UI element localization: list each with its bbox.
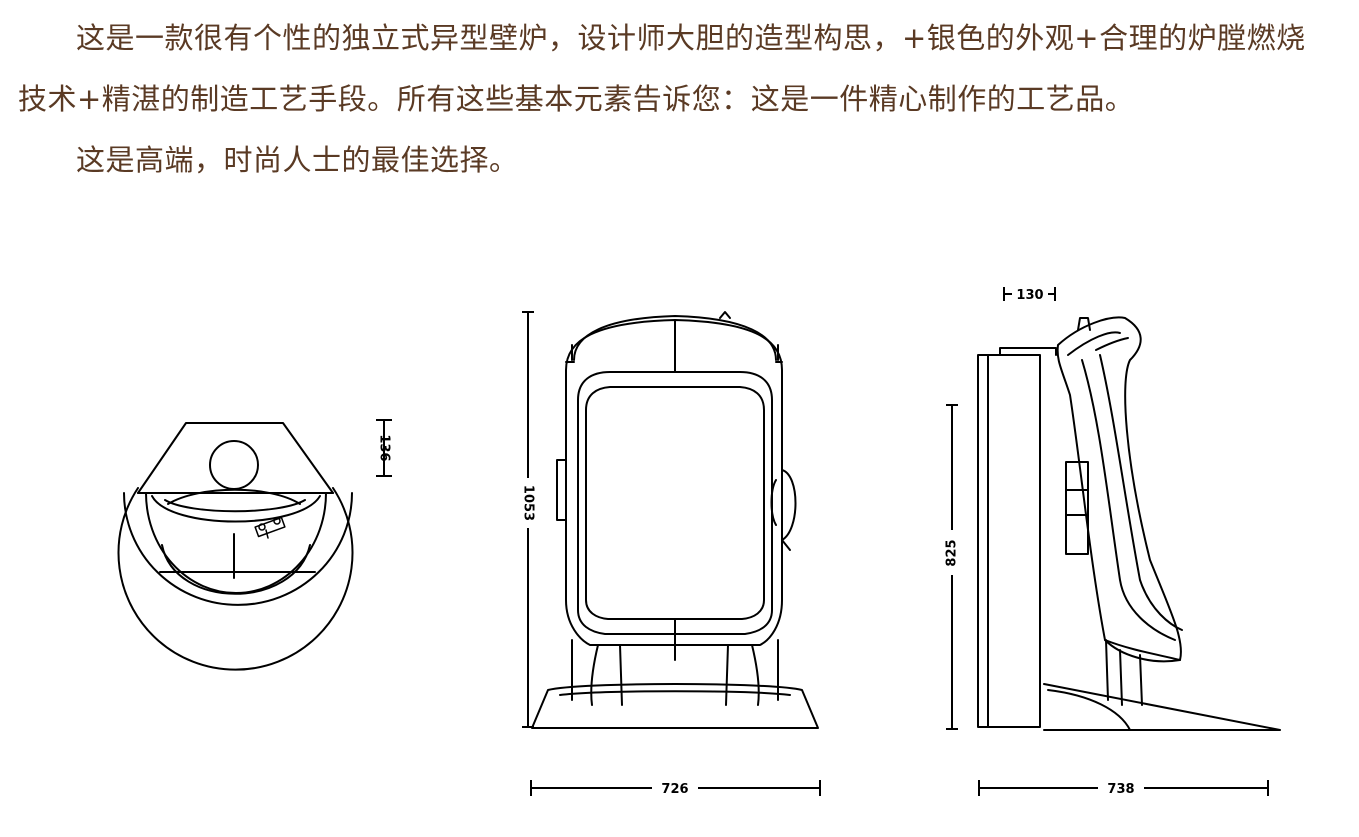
dimension-side-width xyxy=(978,780,1269,796)
dimension-label-1053: 1053 xyxy=(521,485,536,521)
dimension-label-136: 136 xyxy=(377,434,392,461)
front-view-drawing xyxy=(531,311,819,729)
dimension-side-offset xyxy=(1003,287,1056,301)
dimension-side-height xyxy=(946,404,958,730)
top-view-drawing xyxy=(117,422,354,671)
side-view-drawing xyxy=(977,316,1281,731)
dimension-label-726: 726 xyxy=(661,782,688,797)
dimension-top-depth xyxy=(376,419,392,477)
description-paragraph-1: 这是一款很有个性的独立式异型壁炉，设计师大胆的造型构思，+银色的外观+合理的炉膛… xyxy=(18,21,1306,116)
dimension-front-height xyxy=(522,311,534,728)
dimension-label-738: 738 xyxy=(1107,782,1134,797)
dimension-label-825: 825 xyxy=(945,539,960,566)
dimension-label-130: 130 xyxy=(1016,288,1043,303)
description-text: 这是一款很有个性的独立式异型壁炉，设计师大胆的造型构思，+银色的外观+合理的炉膛… xyxy=(18,8,1318,191)
dimension-front-width xyxy=(530,780,821,796)
description-paragraph-2: 这是高端，时尚人士的最佳选择。 xyxy=(76,143,519,177)
